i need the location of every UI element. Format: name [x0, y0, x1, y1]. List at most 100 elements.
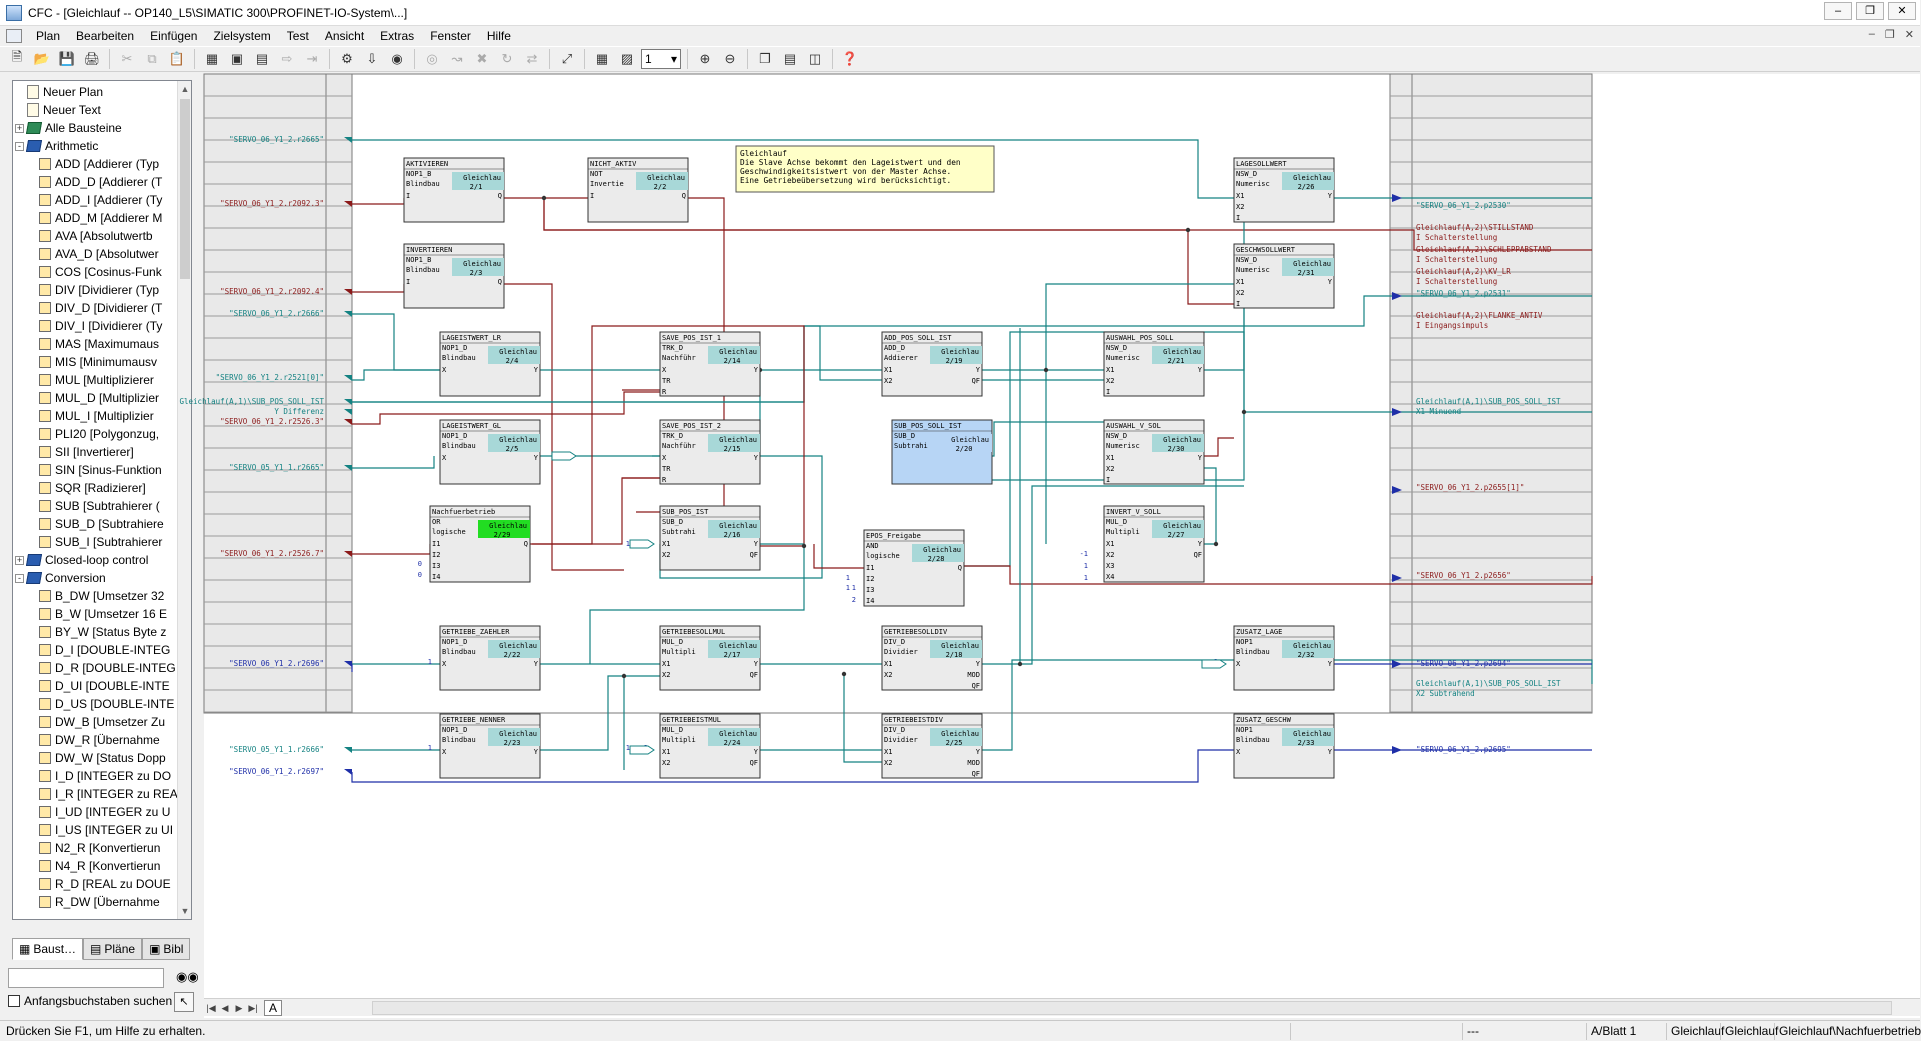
- tree-item[interactable]: SQR [Radizierer]: [39, 479, 146, 497]
- tree-item[interactable]: R_DW [Übernahme: [39, 893, 160, 911]
- tree-item[interactable]: MUL_D [Multiplizier: [39, 389, 159, 407]
- tree-item[interactable]: MAS [Maximumaus: [39, 335, 159, 353]
- function-block[interactable]: [429, 505, 531, 583]
- menu-test[interactable]: Test: [286, 29, 309, 43]
- paste-icon[interactable]: 📋: [168, 51, 186, 66]
- left-signal-ref[interactable]: "SERVO_06_Y1_2.r2697": [229, 767, 324, 776]
- right-signal-ref[interactable]: Gleichlauf(A,2)\KV_LR: [1416, 267, 1511, 276]
- left-signal-ref[interactable]: "SERVO_05_Y1_1.r2665": [229, 463, 324, 472]
- tree-item[interactable]: SUB_D [Subtrahiere: [39, 515, 164, 533]
- horizontal-scrollbar[interactable]: [372, 1001, 1892, 1015]
- new-icon[interactable]: 🗎: [11, 49, 23, 64]
- tree-item[interactable]: -Conversion: [15, 569, 106, 587]
- tree-item[interactable]: Neuer Plan: [27, 83, 103, 101]
- connection-wire[interactable]: [964, 565, 1593, 585]
- function-block[interactable]: [1103, 505, 1205, 583]
- runtime-icon[interactable]: ↻: [501, 51, 513, 66]
- connection-wire[interactable]: [538, 675, 660, 751]
- left-signal-ref[interactable]: "SERVO_06_Y1_2.r2696": [229, 659, 324, 668]
- fit-page-icon[interactable]: ⤢: [561, 51, 573, 66]
- tree-item[interactable]: DIV_D [Dividierer (T: [39, 299, 162, 317]
- tree-item[interactable]: MUL_I [Multiplizier: [39, 407, 154, 425]
- right-signal-ref[interactable]: I Schalterstellung: [1416, 255, 1497, 264]
- prev-sheet-icon[interactable]: ◀: [221, 1002, 229, 1013]
- left-signal-ref[interactable]: Y Differenz: [274, 407, 324, 416]
- right-signal-ref[interactable]: "SERVO_06_Y1_2.p2694": [1416, 659, 1511, 668]
- left-signal-ref[interactable]: "SERVO_06_Y1_2.r2521[0]": [216, 373, 324, 382]
- print-icon[interactable]: 🖨: [83, 51, 101, 66]
- tree-item[interactable]: D_UI [DOUBLE-INTE: [39, 677, 170, 695]
- tree-item[interactable]: DW_R [Übernahme: [39, 731, 160, 749]
- disconnect-icon[interactable]: ✖: [476, 51, 488, 66]
- connection-wire[interactable]: [982, 659, 1593, 751]
- right-signal-ref[interactable]: Gleichlauf(A,1)\SUB_POS_SOLL_IST: [1416, 397, 1561, 406]
- tree-item[interactable]: AVA [Absolutwertb: [39, 227, 153, 245]
- mdi-minimize-icon[interactable]: –: [1868, 28, 1875, 40]
- open-icon[interactable]: 📂: [33, 51, 51, 66]
- tree-item[interactable]: B_DW [Umsetzer 32: [39, 587, 164, 605]
- expand-icon[interactable]: +: [15, 554, 24, 565]
- right-signal-ref[interactable]: X2 Subtrahend: [1416, 689, 1475, 698]
- tree-item[interactable]: DIV_I [Dividierer (Ty: [39, 317, 162, 335]
- scroll-up-icon[interactable]: ▲: [180, 84, 190, 94]
- tree-scrollbar[interactable]: ▲▼: [177, 81, 191, 919]
- tile-horizontal-icon[interactable]: ▤: [783, 51, 797, 66]
- menu-plan[interactable]: Plan: [36, 29, 61, 43]
- tree-item[interactable]: SUB [Subtrahierer (: [39, 497, 160, 515]
- sheet-view-icon[interactable]: ▤: [255, 51, 269, 66]
- mdi-close-icon[interactable]: ✕: [1904, 29, 1914, 41]
- goto-icon[interactable]: ⇥: [306, 51, 318, 66]
- tree-item[interactable]: +Alle Bausteine: [15, 119, 122, 137]
- connection-wire[interactable]: [1045, 283, 1234, 544]
- tree-item[interactable]: BY_W [Status Byte z: [39, 623, 166, 641]
- context-help-icon[interactable]: ❓: [841, 51, 859, 66]
- tree-item[interactable]: SII [Invertierer]: [39, 443, 134, 461]
- right-signal-ref[interactable]: "SERVO_06_Y1_2.p2531": [1416, 289, 1511, 298]
- right-signal-ref[interactable]: I Eingangsimpuls: [1416, 321, 1488, 330]
- tree-item[interactable]: DW_W [Status Dopp: [39, 749, 166, 767]
- next-sheet-icon[interactable]: ▶: [235, 1002, 243, 1013]
- connection-wire[interactable]: [1020, 485, 1244, 665]
- sheet-bar-icon[interactable]: ▨: [620, 51, 634, 66]
- connection-wire[interactable]: [1202, 437, 1234, 457]
- right-signal-ref[interactable]: X1 Minuend: [1416, 407, 1461, 416]
- download-icon[interactable]: ⇩: [366, 51, 378, 66]
- tree-item[interactable]: ADD_D [Addierer (T: [39, 173, 162, 191]
- connection-wire[interactable]: [352, 139, 1234, 199]
- connection-wire[interactable]: [352, 391, 660, 425]
- menu-einfuegen[interactable]: Einfügen: [150, 29, 198, 43]
- right-signal-ref[interactable]: "SERVO_06_Y1_2.p2656": [1416, 571, 1511, 580]
- tree-item[interactable]: COS [Cosinus-Funk: [39, 263, 162, 281]
- tree-item[interactable]: B_W [Umsetzer 16 E: [39, 605, 167, 623]
- tree-item[interactable]: MIS [Minimumausv: [39, 353, 157, 371]
- mdi-restore-icon[interactable]: ❐: [1884, 29, 1895, 41]
- tree-item[interactable]: ADD_I [Addierer (Ty: [39, 191, 162, 209]
- tree-item[interactable]: D_I [DOUBLE-INTEG: [39, 641, 170, 659]
- left-signal-ref[interactable]: "SERVO_06_Y1_2.r2526.3": [220, 417, 324, 426]
- comment-box[interactable]: [735, 145, 995, 193]
- menu-bearbeiten[interactable]: Bearbeiten: [76, 29, 135, 43]
- connection-wire[interactable]: [813, 544, 864, 569]
- right-signal-ref[interactable]: Gleichlauf(A,2)\STILLSTAND: [1416, 223, 1534, 232]
- tree-item[interactable]: PLI20 [Polygonzug,: [39, 425, 159, 443]
- left-signal-ref[interactable]: "SERVO_05_Y1_1.r2666": [229, 745, 324, 754]
- zoom-out-icon[interactable]: ⊖: [724, 51, 736, 66]
- overview-icon[interactable]: ▣: [230, 51, 244, 66]
- block-search-input[interactable]: [8, 968, 164, 988]
- left-signal-ref[interactable]: "SERVO_06_Y1_2.r2092.4": [220, 287, 324, 296]
- collapse-icon[interactable]: -: [15, 573, 24, 583]
- tree-item[interactable]: DIV [Dividierer (Typ: [39, 281, 159, 299]
- tree-item[interactable]: SIN [Sinus-Funktion: [39, 461, 162, 479]
- menu-zielsystem[interactable]: Zielsystem: [213, 29, 271, 43]
- tree-item[interactable]: I_UD [INTEGER zu U: [39, 803, 170, 821]
- tab-bausteine[interactable]: ▦Baust…: [12, 938, 84, 960]
- tree-item[interactable]: I_D [INTEGER zu DO: [39, 767, 171, 785]
- tree-item[interactable]: I_US [INTEGER zu UI: [39, 821, 173, 839]
- minimize-button[interactable]: –: [1824, 2, 1852, 20]
- right-signal-ref[interactable]: Gleichlauf(A,1)\SUB_POS_SOLL_IST: [1416, 679, 1561, 688]
- tree-item[interactable]: +Closed-loop control: [15, 551, 148, 569]
- tree-item[interactable]: ADD_M [Addierer M: [39, 209, 162, 227]
- right-signal-ref[interactable]: "SERVO_06_Y1_2.p2530": [1416, 201, 1511, 210]
- right-signal-ref[interactable]: "SERVO_06_Y1_2.p2695": [1416, 745, 1511, 754]
